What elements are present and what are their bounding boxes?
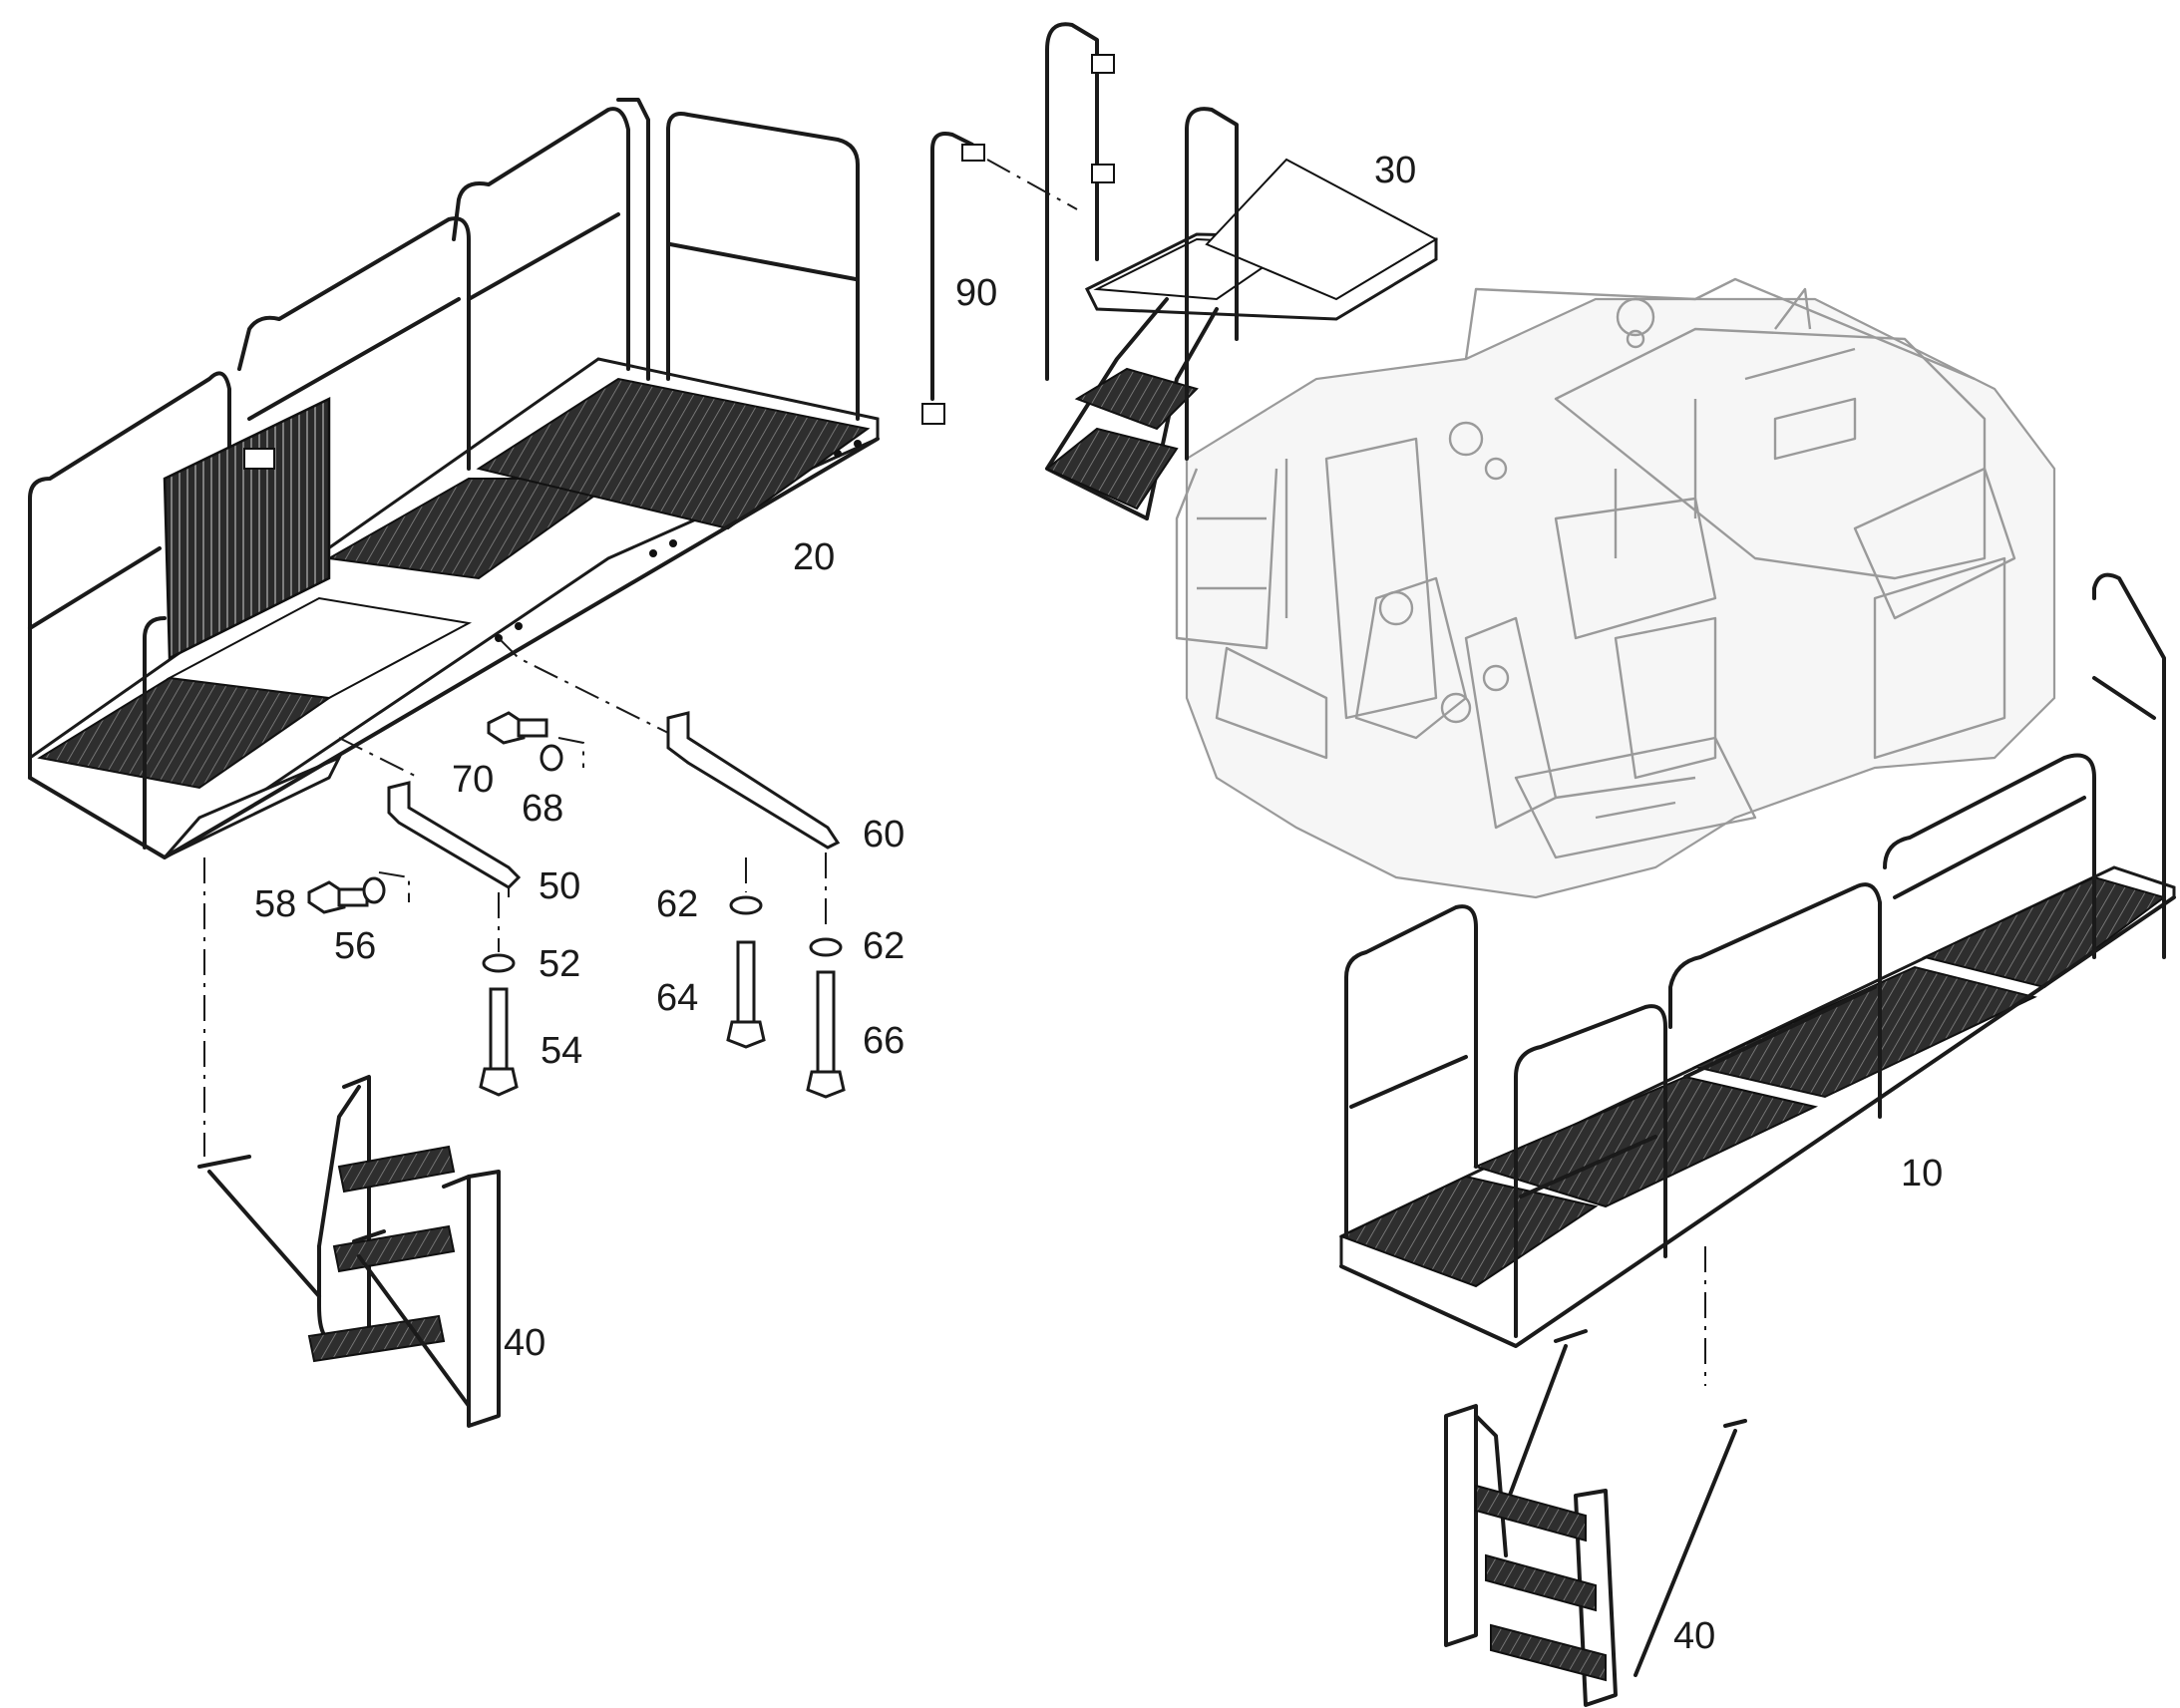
bolt-58 [307, 880, 369, 914]
bolt-54 [479, 987, 519, 1097]
callout-54: 54 [541, 1030, 583, 1072]
washer-62-right [809, 937, 843, 957]
bracket-50 [387, 781, 522, 889]
callout-40-right: 40 [1673, 1615, 1716, 1657]
bolt-64 [726, 940, 766, 1049]
washer-68 [540, 744, 563, 772]
callout-66: 66 [863, 1020, 906, 1062]
washer-52 [482, 953, 516, 973]
platform-assembly-20 [28, 98, 880, 859]
callout-62-left: 62 [656, 883, 699, 925]
stair-platform-30 [1045, 22, 1439, 520]
washer-62-left [729, 895, 763, 915]
platform-assembly-10 [1338, 572, 2176, 1348]
callout-52: 52 [539, 943, 581, 985]
callout-90: 90 [955, 272, 998, 314]
callout-20: 20 [793, 536, 836, 578]
callout-50: 50 [539, 865, 581, 907]
handrail-90 [921, 132, 985, 425]
callout-40-left: 40 [504, 1322, 546, 1364]
callout-68: 68 [522, 788, 564, 830]
callout-30: 30 [1374, 150, 1417, 191]
bolt-70 [487, 711, 548, 745]
callout-10: 10 [1901, 1153, 1944, 1195]
bracket-60 [666, 711, 841, 850]
callout-58: 58 [254, 883, 297, 925]
ladder-40-right [1444, 1329, 1747, 1707]
ladder-40-left [197, 1075, 501, 1428]
callout-60: 60 [863, 814, 906, 855]
callout-56: 56 [334, 925, 377, 967]
callout-62-right: 62 [863, 925, 906, 967]
callout-70: 70 [452, 759, 495, 801]
bolt-66 [806, 970, 846, 1099]
washer-56 [362, 876, 386, 904]
callout-64: 64 [656, 977, 699, 1019]
excavator-upper-structure [1175, 277, 2056, 899]
